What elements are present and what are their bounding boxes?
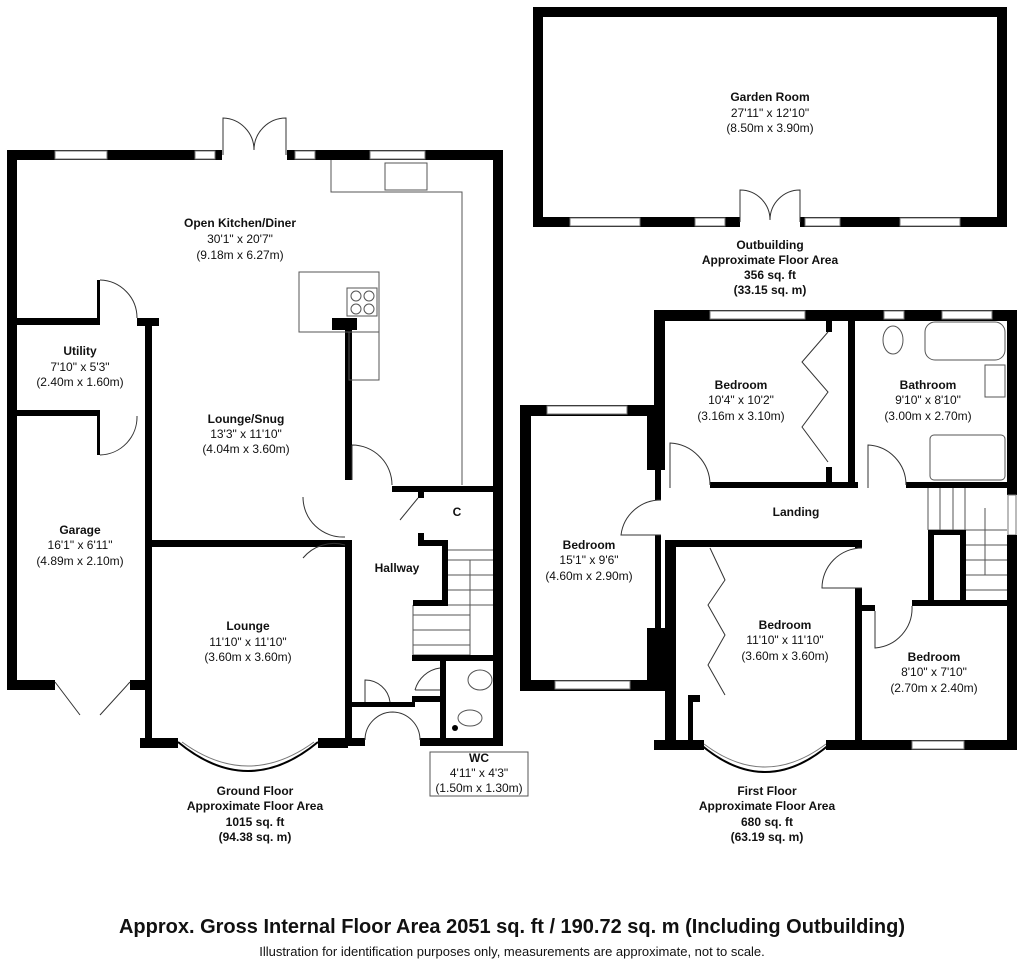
area-title: Ground Floor [217, 784, 294, 798]
room-dims-metric: (3.00m x 2.70m) [884, 409, 971, 423]
area-label: Approximate Floor Area [187, 799, 324, 813]
area-title: First Floor [737, 784, 797, 798]
room-dims-imperial: 15'1" x 9'6" [559, 553, 618, 567]
room-name: Garage [59, 523, 101, 537]
area-sqm: (63.19 sq. m) [731, 830, 804, 844]
room-dims-metric: (2.40m x 1.60m) [36, 375, 123, 389]
room-dims-metric: (3.60m x 3.60m) [741, 649, 828, 663]
room-dims-imperial: 7'10" x 5'3" [50, 360, 109, 374]
room-dims-metric: (8.50m x 3.90m) [726, 121, 813, 135]
room-name: Lounge/Snug [208, 412, 285, 426]
room-name: Bedroom [759, 618, 812, 632]
room-dims-metric: (2.70m x 2.40m) [890, 681, 977, 695]
room-dims-metric: (3.60m x 3.60m) [204, 650, 291, 664]
room-name: Bedroom [563, 538, 616, 552]
area-label: Approximate Floor Area [702, 253, 839, 267]
room-name: Hallway [375, 561, 420, 575]
area-label: Approximate Floor Area [699, 799, 836, 813]
room-name: Garden Room [730, 90, 809, 104]
gross-floor-area: Approx. Gross Internal Floor Area 2051 s… [118, 916, 906, 938]
room-name: C [453, 505, 462, 519]
area-sqft: 680 sq. ft [741, 815, 793, 829]
room-name: Bedroom [908, 650, 961, 664]
room-dims-metric: (1.50m x 1.30m) [435, 781, 522, 795]
room-name: Landing [773, 505, 820, 519]
area-title: Outbuilding [736, 238, 803, 252]
ground-floor-plan: Open Kitchen/Diner 30'1" x 20'7" (9.18m … [7, 117, 529, 844]
room-dims-imperial: 13'3" x 11'10" [210, 427, 282, 441]
room-dims-imperial: 27'11" x 12'10" [731, 106, 809, 120]
room-name: WC [469, 751, 489, 765]
room-dims-imperial: 30'1" x 20'7" [207, 232, 273, 246]
disclaimer: Illustration for identification purposes… [259, 944, 765, 959]
room-dims-metric: (4.04m x 3.60m) [202, 442, 289, 456]
room-name: Utility [63, 344, 97, 358]
room-dims-imperial: 8'10" x 7'10" [901, 665, 967, 679]
room-name: Bedroom [715, 378, 768, 392]
area-sqm: (33.15 sq. m) [734, 283, 807, 297]
room-name: Bathroom [900, 378, 957, 392]
first-floor-plan: Bedroom 10'4" x 10'2" (3.16m x 3.10m) Ba… [520, 310, 1017, 844]
room-dims-metric: (4.60m x 2.90m) [545, 569, 632, 583]
room-dims-metric: (4.89m x 2.10m) [36, 554, 123, 568]
room-dims-imperial: 11'10" x 11'10" [746, 633, 823, 647]
room-name: Open Kitchen/Diner [184, 216, 296, 230]
room-dims-imperial: 4'11" x 4'3" [450, 766, 508, 780]
garden-room-plan: Garden Room 27'11" x 12'10" (8.50m x 3.9… [533, 7, 1007, 297]
room-dims-imperial: 10'4" x 10'2" [708, 393, 774, 407]
room-dims-imperial: 9'10" x 8'10" [895, 393, 961, 407]
area-sqft: 356 sq. ft [744, 268, 796, 282]
room-dims-imperial: 11'10" x 11'10" [209, 635, 286, 649]
room-dims-metric: (9.18m x 6.27m) [196, 248, 283, 262]
room-dims-metric: (3.16m x 3.10m) [697, 409, 784, 423]
room-dims-imperial: 16'1" x 6'11" [48, 538, 113, 552]
room-name: Lounge [226, 619, 270, 633]
area-sqm: (94.38 sq. m) [219, 830, 292, 844]
area-sqft: 1015 sq. ft [226, 815, 285, 829]
